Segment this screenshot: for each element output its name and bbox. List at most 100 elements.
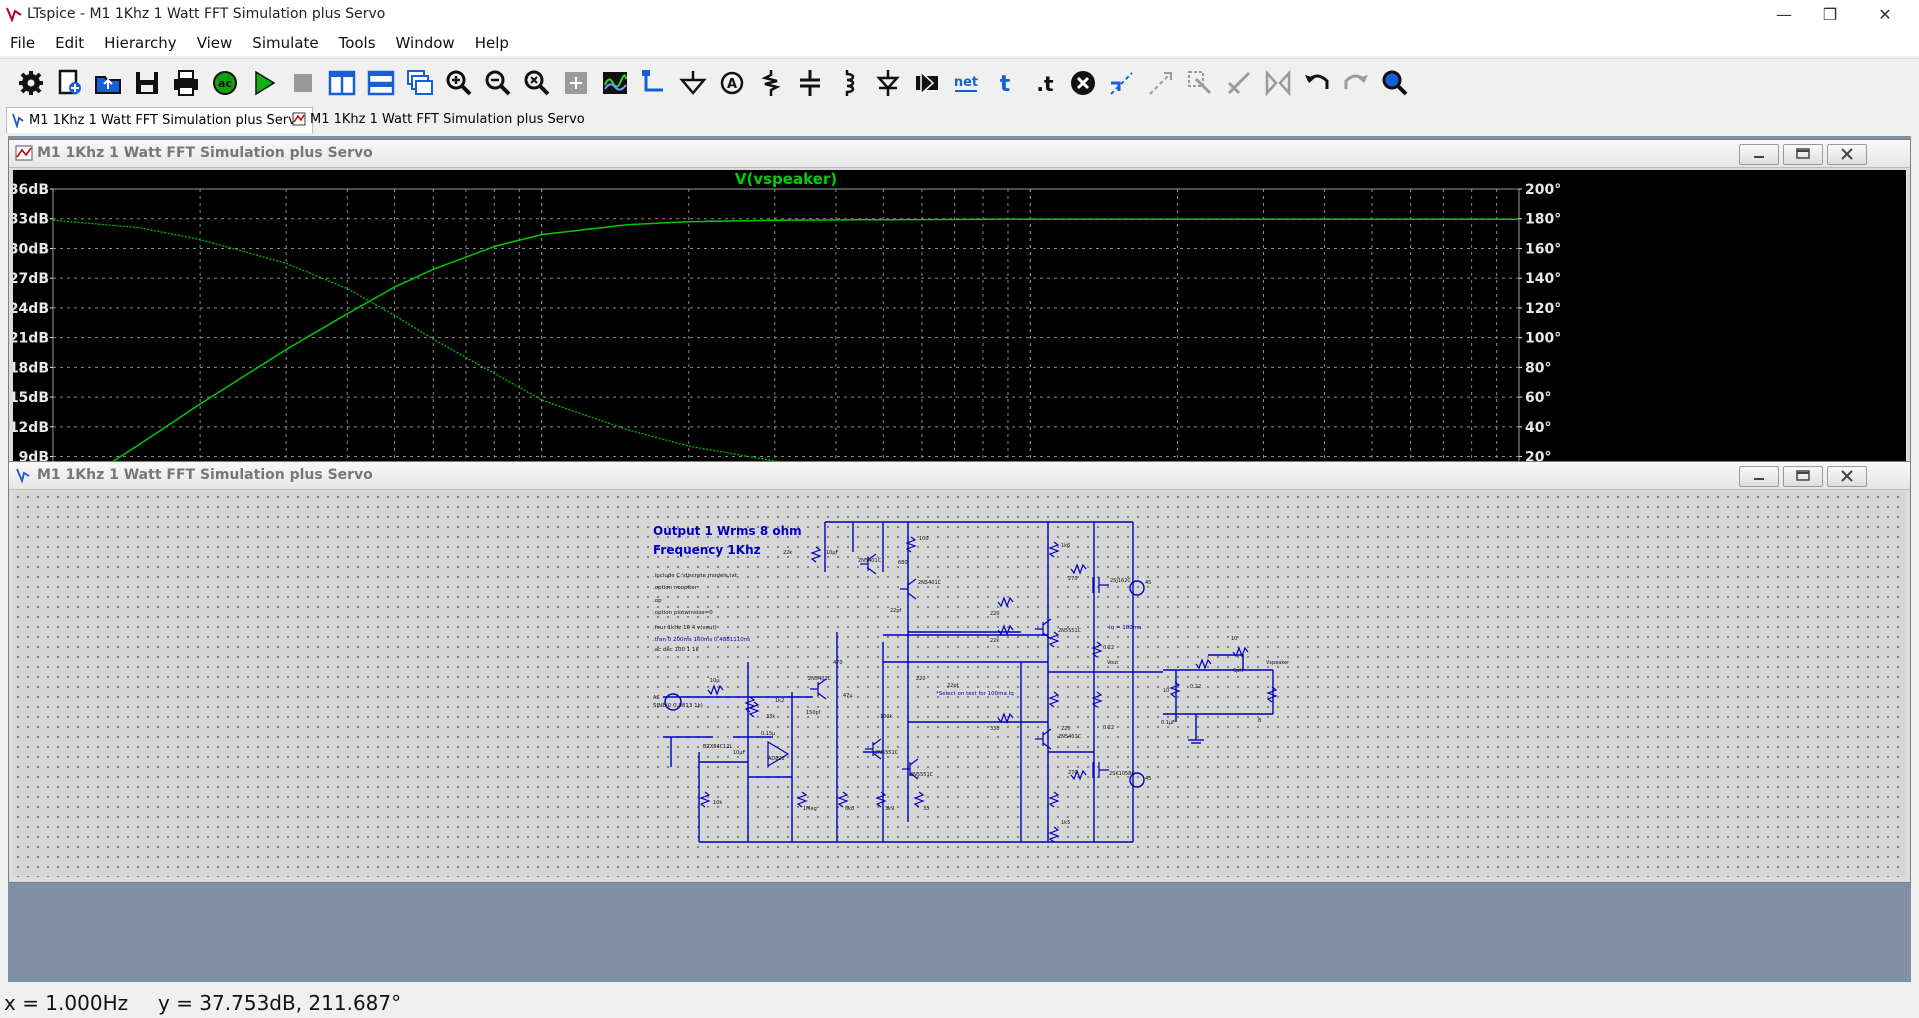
trace-title[interactable]: V(vspeaker) — [735, 170, 837, 188]
component-label-c4[interactable]: 22pf — [947, 683, 959, 689]
schematic-minimize-button[interactable] — [1739, 466, 1779, 487]
component-label-d1[interactable]: BZX84C12L — [703, 744, 732, 750]
component-label-r31[interactable]: 33k — [766, 714, 775, 720]
undo-icon[interactable] — [1300, 66, 1334, 100]
delete-icon[interactable] — [1066, 66, 1100, 100]
iq-note[interactable]: *Select on test for 100ma Iq — [936, 691, 1014, 697]
component-label-v4[interactable]: 45 — [1145, 776, 1151, 782]
close-button[interactable]: ✕ — [1878, 5, 1892, 24]
cascade-windows-icon[interactable] — [403, 66, 437, 100]
schematic-close-button[interactable] — [1827, 466, 1867, 487]
component-icon[interactable] — [910, 66, 944, 100]
component-label-r8[interactable]: 3k9 — [885, 806, 894, 812]
component-label-v1[interactable]: 45 — [1145, 580, 1151, 586]
component-label-r3[interactable]: 1k2 — [775, 698, 784, 704]
component-label-r10[interactable]: 220 — [916, 676, 926, 682]
text-icon[interactable]: t — [988, 66, 1022, 100]
component-label-r20[interactable]: 0.22 — [1103, 645, 1114, 651]
component-label-r5[interactable]: 680 — [898, 560, 908, 566]
stop-icon[interactable] — [286, 66, 320, 100]
directive-four[interactable]: .four 1kHz 10 4 v(vout) — [653, 625, 717, 631]
component-label-r21[interactable]: 0.22 — [1103, 725, 1114, 731]
tab-schematic[interactable]: M1 1Khz 1 Watt FFT Simulation plus Servo — [6, 107, 313, 133]
schematic-canvas[interactable]: Output 1 Wrms 8 ohm Frequency 1Khz .incl… — [13, 492, 1906, 877]
inductor-icon[interactable] — [832, 66, 866, 100]
open-folder-icon[interactable] — [91, 66, 125, 100]
diode-icon[interactable] — [871, 66, 905, 100]
component-label-r4[interactable]: 6k8 — [845, 806, 854, 812]
menu-window[interactable]: Window — [395, 34, 455, 52]
net-label-icon[interactable]: A — [715, 66, 749, 100]
directive-op[interactable]: .op — [653, 598, 662, 604]
plot-maximize-button[interactable] — [1783, 144, 1823, 165]
component-label-c8[interactable]: 0.1µF — [1161, 720, 1175, 726]
component-label-r25[interactable]: 8 — [1258, 718, 1261, 724]
component-label-l1[interactable]: 6µH — [1233, 668, 1243, 674]
component-label-vout[interactable]: Vout — [1107, 660, 1118, 666]
component-label-u1[interactable]: AD822 — [768, 756, 785, 762]
restore-button[interactable]: ❒ — [1822, 5, 1838, 24]
directive-tran[interactable]: .tran 0 200ms 160ms 0.4881110ns — [653, 637, 750, 643]
component-label-q4[interactable]: 2N5401C — [858, 558, 882, 564]
component-label-r13[interactable]: 1k6 — [1061, 543, 1070, 549]
component-label-r18[interactable]: 22k — [990, 638, 999, 644]
menu-tools[interactable]: Tools — [338, 34, 376, 52]
component-label-q1[interactable]: 2N5401C — [808, 676, 832, 682]
ground-icon[interactable] — [676, 66, 710, 100]
menu-help[interactable]: Help — [474, 34, 509, 52]
schematic-maximize-button[interactable] — [1783, 466, 1823, 487]
iq-value[interactable]: Iq = 100ma — [1109, 625, 1141, 631]
plot-window-titlebar[interactable]: M1 1Khz 1 Watt FFT Simulation plus Servo — [9, 140, 1910, 168]
directive-ac[interactable]: .ac dec 100 1 1k — [653, 647, 700, 653]
component-label-r2[interactable]: 10 — [1231, 636, 1237, 642]
plot-minimize-button[interactable] — [1739, 144, 1779, 165]
menu-file[interactable]: File — [10, 34, 36, 52]
component-label-r27[interactable]: 1Meg — [803, 806, 817, 812]
component-label-m1[interactable]: 2SK1058C — [1109, 771, 1135, 777]
directive-noopiter[interactable]: .option noopiter — [653, 585, 698, 591]
drag-icon[interactable] — [1183, 66, 1217, 100]
component-label-c6[interactable]: 47µ — [843, 693, 853, 699]
move-icon[interactable] — [1144, 66, 1178, 100]
directive-plotwinsize[interactable]: .option plotwinsize=0 — [653, 610, 713, 616]
menu-hierarchy[interactable]: Hierarchy — [104, 34, 177, 52]
spice-directive-icon[interactable]: .t — [1027, 66, 1061, 100]
component-label-r19[interactable]: 470 — [833, 660, 843, 666]
component-label-m2[interactable]: 2SJ162C — [1110, 578, 1131, 584]
capacitor-icon[interactable] — [793, 66, 827, 100]
plot-close-button[interactable] — [1827, 144, 1867, 165]
component-label-r22[interactable]: 270 — [1068, 576, 1078, 582]
find-icon[interactable] — [1378, 66, 1412, 100]
schematic-heading-frequency[interactable]: Frequency 1Khz — [653, 543, 761, 557]
component-label-q3[interactable]: 2N5551C — [910, 772, 934, 778]
schematic-window-titlebar[interactable]: M1 1Khz 1 Watt FFT Simulation plus Servo — [9, 462, 1910, 490]
zoom-in-icon[interactable] — [442, 66, 476, 100]
tile-horizontal-icon[interactable] — [364, 66, 398, 100]
component-label-q7[interactable]: 2N5401C — [1058, 734, 1082, 740]
component-label-vspeaker[interactable]: Vspeaker — [1266, 660, 1290, 666]
component-label-v3[interactable]: AC — [653, 695, 660, 701]
menu-view[interactable]: View — [196, 34, 233, 52]
component-label-r9[interactable]: 33 — [923, 806, 929, 812]
circuit-diagram[interactable]: Output 1 Wrms 8 ohm Frequency 1Khz .incl… — [13, 492, 1906, 877]
redo-icon[interactable] — [1339, 66, 1373, 100]
component-label-r14[interactable]: 220 — [1061, 726, 1071, 732]
minimize-button[interactable]: — — [1776, 5, 1792, 24]
component-label-c1[interactable]: 10µ — [710, 678, 720, 684]
new-schematic-icon[interactable] — [53, 66, 87, 100]
spice-netlist-icon[interactable]: net — [949, 66, 983, 100]
component-label-r16[interactable]: 220 — [990, 611, 1000, 617]
tab-waveform[interactable]: M1 1Khz 1 Watt FFT Simulation plus Servo — [288, 107, 593, 132]
save-icon[interactable] — [130, 66, 164, 100]
component-label-r6[interactable]: 100 — [919, 536, 929, 542]
component-label-c5[interactable]: 22pf — [890, 608, 902, 614]
zoom-fit-icon[interactable] — [520, 66, 554, 100]
resistor-icon[interactable] — [754, 66, 788, 100]
print-icon[interactable] — [169, 66, 203, 100]
run-icon[interactable] — [247, 66, 281, 100]
component-label-c7[interactable]: 10µF — [733, 750, 746, 756]
component-label-r28[interactable]: 10k — [713, 800, 722, 806]
component-label-r15[interactable]: 1k5 — [1061, 820, 1070, 826]
component-label-c2[interactable]: 0.15µ — [761, 731, 776, 737]
menu-simulate[interactable]: Simulate — [252, 34, 319, 52]
